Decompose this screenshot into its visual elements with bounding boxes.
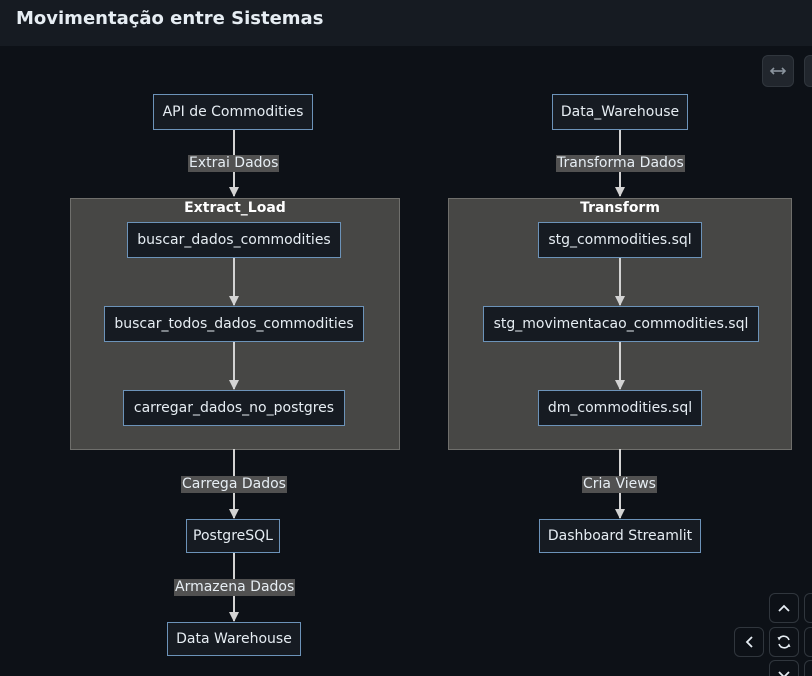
chevron-up-icon: [778, 604, 790, 612]
edge-label-carrega: Carrega Dados: [181, 476, 287, 493]
pan-down-button[interactable]: [769, 660, 799, 676]
node-dashboard-streamlit[interactable]: Dashboard Streamlit: [539, 519, 701, 553]
extra-control-button[interactable]: [804, 55, 812, 87]
pan-up-button[interactable]: [769, 593, 799, 623]
node-api-commodities[interactable]: API de Commodities: [153, 94, 313, 130]
node-carregar-dados-no-postgres[interactable]: carregar_dados_no_postgres: [123, 390, 345, 426]
node-data-warehouse[interactable]: Data Warehouse: [167, 622, 301, 656]
node-buscar-dados-commodities[interactable]: buscar_dados_commodities: [127, 222, 341, 258]
page-title: Movimentação entre Sistemas: [16, 8, 324, 29]
node-stg-commodities[interactable]: stg_commodities.sql: [538, 222, 702, 258]
cluster-title-transform: Transform: [580, 200, 660, 216]
edge-label-transforma: Transforma Dados: [556, 155, 685, 172]
chevron-down-icon: [778, 671, 790, 676]
zoom-in-button[interactable]: [804, 593, 812, 623]
horizontal-arrows-icon: [769, 67, 787, 75]
node-postgresql[interactable]: PostgreSQL: [186, 519, 280, 553]
diagram-canvas[interactable]: Extract_Load Transform: [16, 46, 812, 676]
cluster-title-extract-load: Extract_Load: [184, 200, 286, 216]
edge-label-armazena: Armazena Dados: [174, 579, 296, 596]
header: Movimentação entre Sistemas: [0, 0, 812, 46]
edge-label-cria-views: Cria Views: [582, 476, 657, 493]
node-dm-commodities[interactable]: dm_commodities.sql: [538, 390, 702, 426]
node-buscar-todos-dados-commodities[interactable]: buscar_todos_dados_commodities: [104, 306, 364, 342]
node-stg-movimentacao-commodities[interactable]: stg_movimentacao_commodities.sql: [483, 306, 759, 342]
zoom-out-button[interactable]: [804, 660, 812, 676]
pan-left-button[interactable]: [734, 627, 764, 657]
refresh-icon: [777, 635, 791, 649]
chevron-left-icon: [745, 636, 753, 648]
fullscreen-button[interactable]: [762, 55, 794, 87]
diagram-edges: [229, 129, 625, 622]
edge-label-extrai: Extrai Dados: [188, 155, 280, 172]
reset-view-button[interactable]: [769, 627, 799, 657]
node-data-warehouse-source[interactable]: Data_Warehouse: [552, 94, 688, 130]
pan-right-button[interactable]: [804, 627, 812, 657]
